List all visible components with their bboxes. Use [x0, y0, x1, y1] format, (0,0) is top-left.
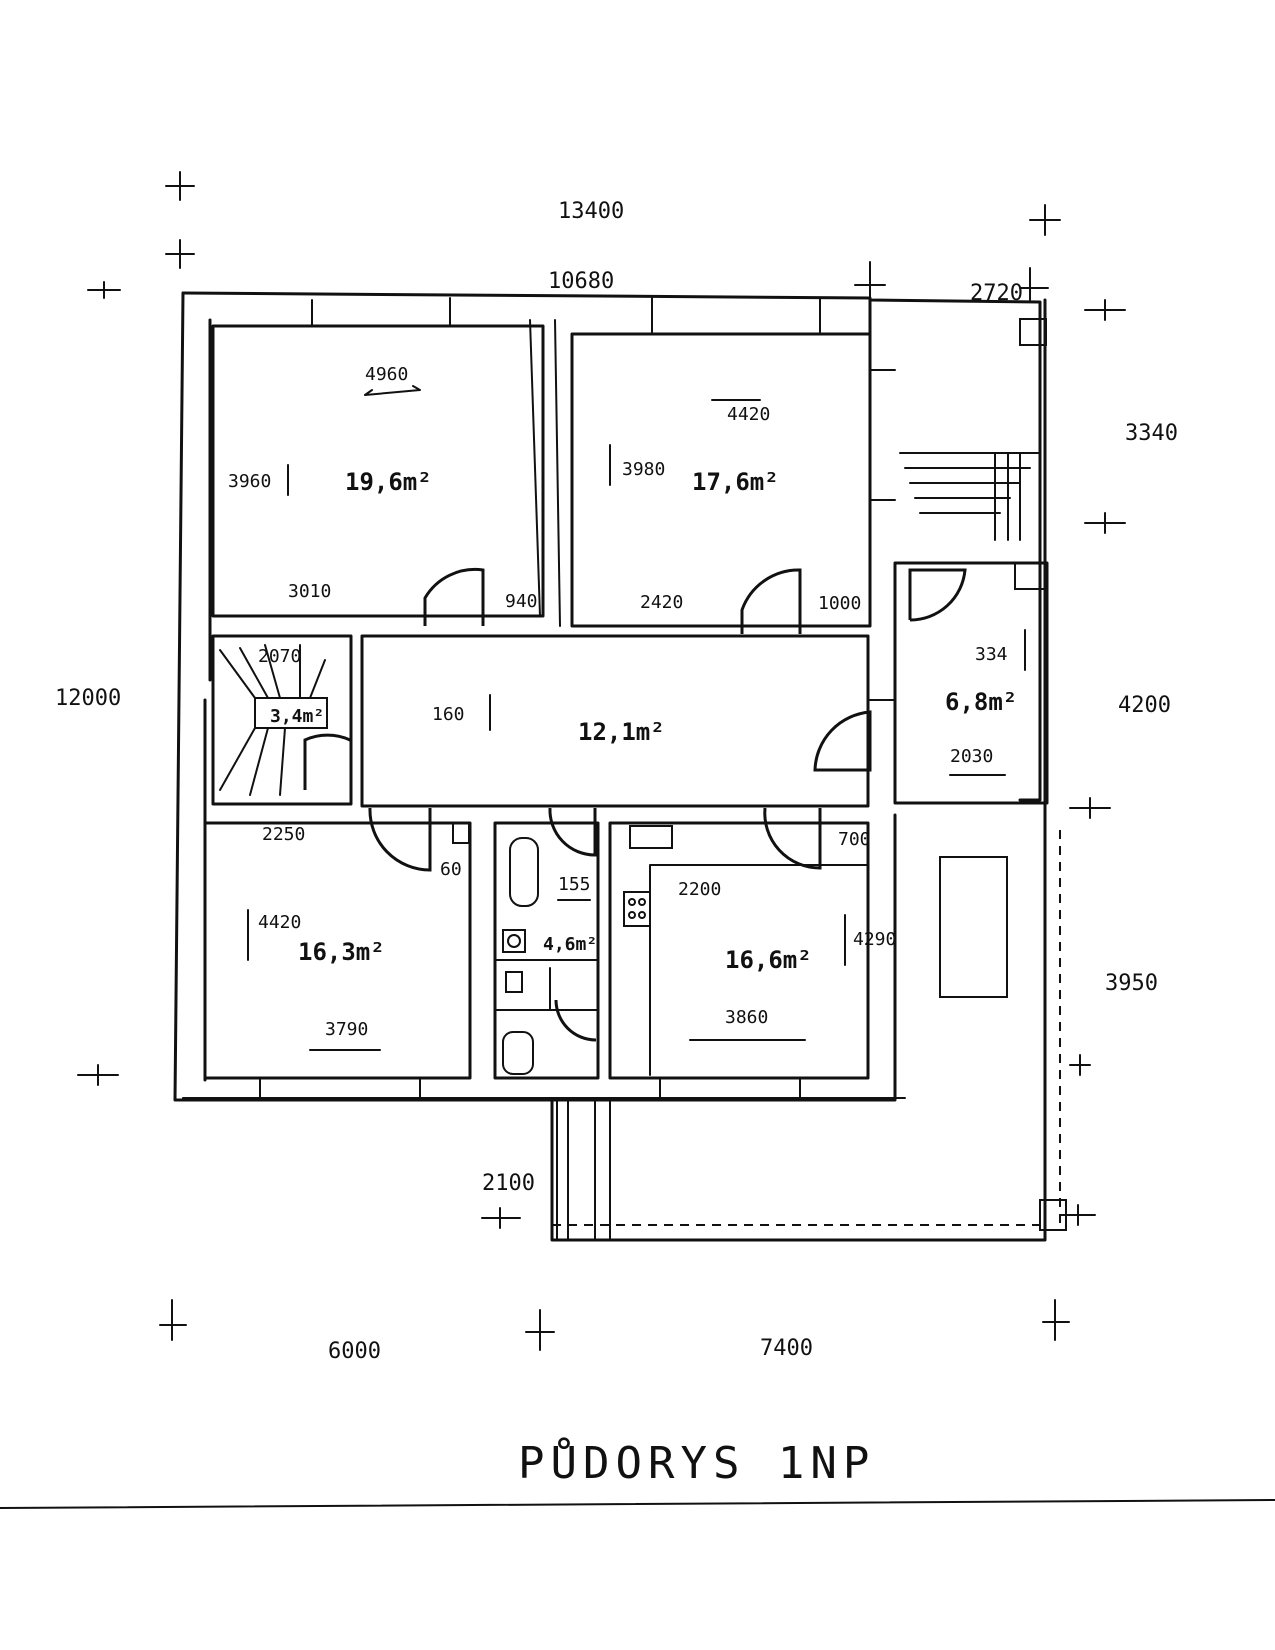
room-walls: [182, 297, 1049, 1099]
room-width-3790: 3790: [325, 1019, 368, 1040]
dim-bottom-left: 6000: [328, 1339, 381, 1364]
dim-left-height: 12000: [55, 686, 121, 711]
terrace: [552, 830, 1067, 1241]
room-width-4960: 4960: [365, 364, 408, 385]
dim-total-width: 13400: [558, 199, 624, 224]
dim-right-middle: 4200: [1118, 693, 1171, 718]
room-door-940: 940: [505, 591, 538, 612]
dimension-arrows: [247, 385, 1026, 1051]
room-door-60: 60: [440, 859, 462, 880]
room-area-3-4: 3,4m²: [270, 706, 324, 727]
exterior-walls: [173, 291, 1047, 1242]
room-door-700: 700: [838, 829, 871, 850]
room-width-4420: 4420: [727, 404, 770, 425]
room-height-3960: 3960: [228, 471, 271, 492]
dim-bottom-right: 7400: [760, 1336, 813, 1361]
dim-terrace-depth: 2100: [482, 1171, 535, 1196]
fixtures: [494, 825, 869, 1076]
room-area-6-8: 6,8m²: [945, 688, 1017, 716]
room-area-19-6: 19,6m²: [345, 468, 432, 496]
room-height-4420: 4420: [258, 912, 301, 933]
title-underline: [0, 1499, 1275, 1509]
room-width-2070: 2070: [258, 646, 301, 667]
dim-top-left-width: 10680: [548, 269, 614, 294]
room-height-4290: 4290: [853, 929, 896, 950]
room-area-16-6: 16,6m²: [725, 946, 812, 974]
doors: [368, 318, 1047, 1042]
dim-right-bottom: 3950: [1105, 971, 1158, 996]
room-height-3980: 3980: [622, 459, 665, 480]
room-door-2250: 2250: [262, 824, 305, 845]
page-title: PŮDORYS 1NP: [518, 1436, 875, 1489]
room-door-2420: 2420: [640, 592, 683, 613]
staircase: [219, 452, 1041, 796]
room-door-1000: 1000: [818, 593, 861, 614]
room-counter-2200: 2200: [678, 879, 721, 900]
room-width-2030: 2030: [950, 746, 993, 767]
room-door-3010: 3010: [288, 581, 331, 602]
dimension-ticks: [77, 171, 1126, 1351]
dim-right-top: 3340: [1125, 421, 1178, 446]
room-area-12-1: 12,1m²: [578, 718, 665, 746]
room-height-334: 334: [975, 644, 1008, 665]
room-area-16-3: 16,3m²: [298, 938, 385, 966]
room-area-17-6: 17,6m²: [692, 468, 779, 496]
room-height-160: 160: [432, 704, 465, 725]
room-width-155: 155: [558, 874, 591, 895]
room-width-3860: 3860: [725, 1007, 768, 1028]
room-area-4-6: 4,6m²: [543, 934, 597, 955]
dim-top-right-width: 2720: [970, 281, 1023, 306]
